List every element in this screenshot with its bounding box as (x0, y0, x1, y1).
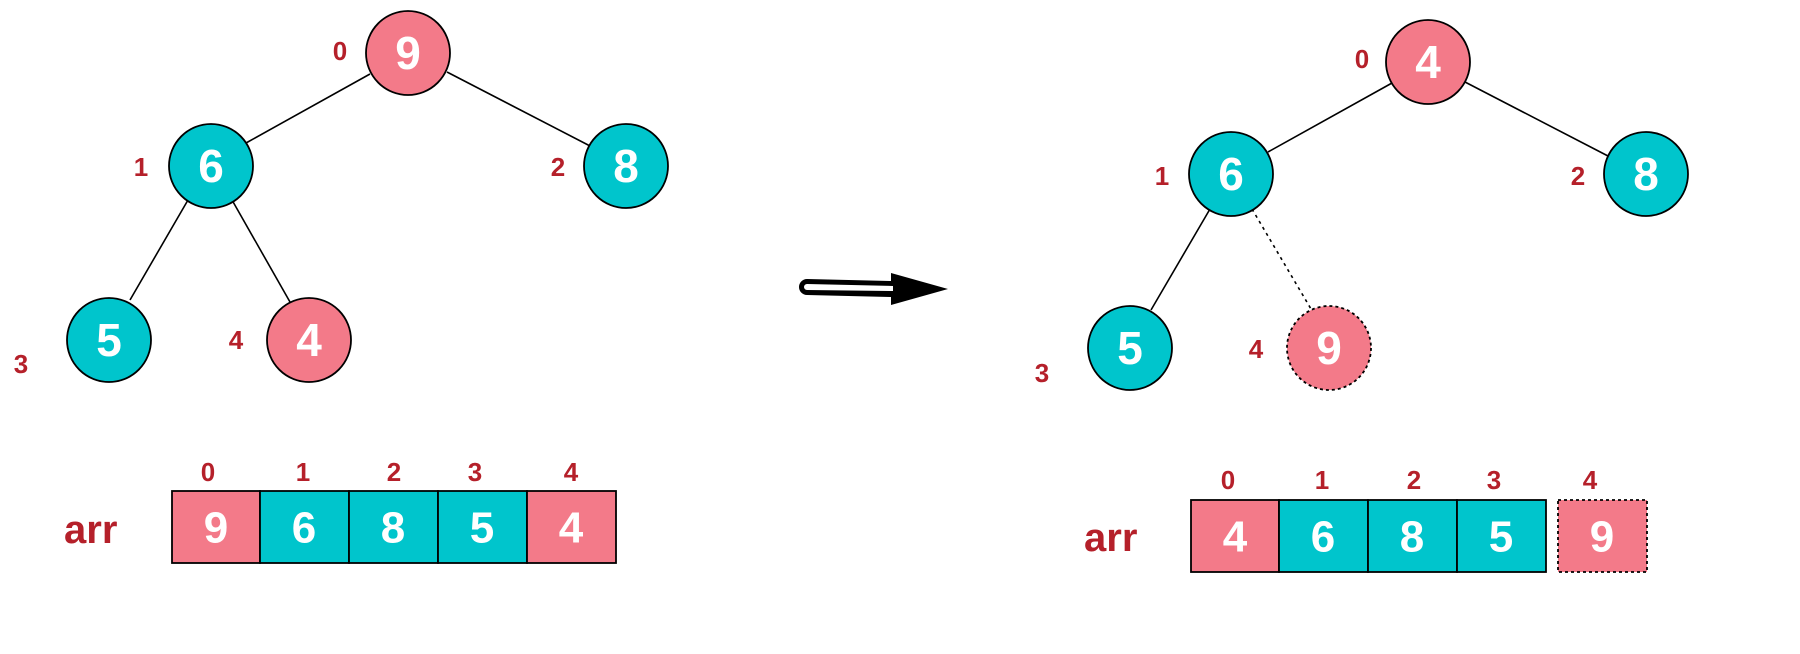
right-node-0-index: 0 (1355, 44, 1369, 74)
right-node-3-value: 5 (1117, 322, 1143, 374)
left-node-4-index: 4 (229, 325, 244, 355)
right-array-cell-4 (1557, 499, 1648, 573)
right-node-2-index: 2 (1571, 161, 1585, 191)
left-array-value-1: 6 (292, 504, 316, 553)
left-node-3-circle (66, 297, 152, 383)
right-node-3: 5 3 (1035, 305, 1173, 391)
right-node-1-index: 1 (1155, 161, 1169, 191)
right-edge-1-3 (1150, 208, 1211, 311)
left-array-value-2: 8 (381, 504, 405, 553)
left-node-3-value: 5 (96, 314, 122, 366)
left-edge-1-3 (129, 199, 189, 301)
left-array-cell-2 (348, 490, 439, 564)
right-node-1-circle (1188, 131, 1274, 217)
right-array-cell-3 (1456, 499, 1547, 573)
right-array-cell-1 (1278, 499, 1369, 573)
right-node-1-value: 6 (1218, 148, 1244, 200)
right-node-1: 6 1 (1155, 131, 1274, 217)
right-node-0: 4 0 (1355, 19, 1471, 105)
left-array-value-3: 5 (470, 504, 494, 553)
right-node-4-value: 9 (1316, 322, 1342, 374)
right-array-cell-0 (1190, 499, 1280, 573)
right-array-cell-2 (1367, 499, 1458, 573)
left-array-index-1: 1 (296, 457, 310, 487)
left-edge-1-4 (231, 199, 291, 303)
left-array-cell-0 (171, 490, 261, 564)
left-array-label: arr (64, 508, 117, 552)
right-array-value-4: 9 (1590, 513, 1614, 562)
left-node-4-value: 4 (296, 314, 322, 366)
right-node-2-value: 8 (1633, 148, 1659, 200)
right-tree: 4 0 6 1 8 2 5 3 9 4 (1035, 19, 1689, 391)
right-node-4-index: 4 (1249, 334, 1264, 364)
left-node-1-value: 6 (198, 140, 224, 192)
right-edge-0-2 (1464, 81, 1609, 157)
left-array-index-2: 2 (387, 457, 401, 487)
left-array-cell-3 (437, 490, 528, 564)
right-array-value-3: 5 (1489, 513, 1513, 562)
left-node-4-circle (266, 297, 352, 383)
left-node-4: 4 4 (229, 297, 352, 383)
right-array-index-0: 0 (1221, 465, 1235, 495)
left-node-0-index: 0 (333, 36, 347, 66)
right-node-0-circle (1385, 19, 1471, 105)
left-node-2: 8 2 (551, 123, 669, 209)
right-array-label: arr (1084, 516, 1137, 560)
left-node-0: 9 0 (333, 10, 451, 96)
right-array-index-3: 3 (1487, 465, 1501, 495)
left-tree: 9 0 6 1 8 2 5 3 4 4 (14, 10, 669, 383)
left-array: arr 0 1 2 3 4 9 6 8 5 4 (64, 457, 617, 564)
left-node-2-value: 8 (613, 140, 639, 192)
right-array-index-2: 2 (1407, 465, 1421, 495)
left-array-value-0: 9 (204, 504, 228, 553)
left-array-index-3: 3 (468, 457, 482, 487)
left-node-2-index: 2 (551, 152, 565, 182)
right-array-index-1: 1 (1315, 465, 1329, 495)
right-node-4: 9 4 (1249, 305, 1372, 391)
left-node-1-circle (168, 123, 254, 209)
left-array-index-0: 0 (201, 457, 215, 487)
right-node-0-value: 4 (1415, 36, 1441, 88)
right-node-4-circle (1286, 305, 1372, 391)
right-edge-1-4 (1251, 208, 1312, 310)
left-node-1-index: 1 (134, 152, 148, 182)
left-node-2-circle (583, 123, 669, 209)
right-array-value-1: 6 (1311, 513, 1335, 562)
right-array: arr 0 1 2 3 4 4 6 8 5 9 (1084, 465, 1648, 573)
right-array-index-4: 4 (1583, 465, 1598, 495)
left-array-cell-4 (526, 490, 617, 564)
left-edge-0-2 (446, 71, 593, 148)
left-node-1: 6 1 (134, 123, 254, 209)
left-node-3-index: 3 (14, 349, 28, 379)
left-node-0-value: 9 (395, 27, 421, 79)
right-node-3-index: 3 (1035, 358, 1049, 388)
left-edge-0-1 (245, 73, 371, 144)
left-node-0-circle (365, 10, 451, 96)
left-array-value-4: 4 (559, 504, 584, 553)
right-arrow-icon (799, 273, 948, 305)
left-node-3: 5 3 (14, 297, 152, 383)
right-edge-0-1 (1267, 82, 1393, 153)
right-array-value-2: 8 (1400, 513, 1424, 562)
left-array-index-4: 4 (564, 457, 579, 487)
right-node-3-circle (1087, 305, 1173, 391)
right-node-2: 8 2 (1571, 131, 1689, 217)
right-node-2-circle (1603, 131, 1689, 217)
right-array-value-0: 4 (1223, 513, 1248, 562)
